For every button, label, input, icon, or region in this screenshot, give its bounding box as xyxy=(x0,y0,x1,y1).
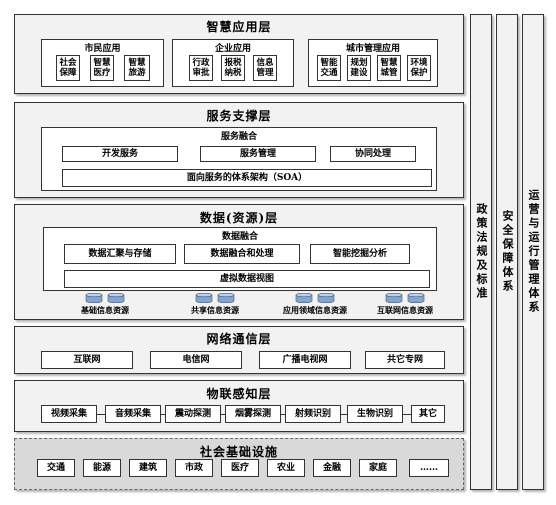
infra-item: 金融 xyxy=(313,459,351,477)
service-item: 协同处理 xyxy=(330,146,416,162)
app-item: 报税纳税 xyxy=(221,55,245,81)
infra-item: 交通 xyxy=(37,459,75,477)
service-item: 服务管理 xyxy=(200,146,316,162)
infra-item: 建筑 xyxy=(129,459,167,477)
database-icon xyxy=(217,293,235,303)
resource-base: 基础信息资源 xyxy=(55,293,155,316)
app-item: 智能交通 xyxy=(317,55,341,81)
database-icon xyxy=(195,293,213,303)
resource-domain: 应用领域信息资源 xyxy=(265,293,365,316)
layer-title: 网络通信层 xyxy=(206,332,272,346)
city-management-apps-group: 城市管理应用 智能交通 规划建设 智慧城管 环境保护 xyxy=(308,39,438,87)
group-title: 服务融合 xyxy=(220,132,257,142)
layer-title: 服务支撑层 xyxy=(206,109,272,123)
iot-perception-layer: 物联感知层 视频采集 音频采集 震动探测 烟雾探测 射频识别 生物识别 其它 xyxy=(14,380,464,432)
network-item: 共它专网 xyxy=(365,351,445,369)
service-support-layer: 服务支撑层 服务融合 开发服务 服务管理 协同处理 面向服务的体系架构（SOA） xyxy=(14,102,464,198)
data-fusion-group: 数据融合 数据汇聚与存储 数据融合和处理 智能挖掘分析 虚拟数据视图 xyxy=(43,227,437,291)
resource-label: 基础信息资源 xyxy=(81,305,129,315)
database-icon xyxy=(107,293,125,303)
infra-item: 能源 xyxy=(83,459,121,477)
app-item: 行政审批 xyxy=(189,55,213,81)
network-communication-layer: 网络通信层 互联网 电信网 广播电视网 共它专网 xyxy=(14,326,464,374)
resource-internet: 互联网信息资源 xyxy=(355,293,455,316)
infra-item: …… xyxy=(409,459,449,477)
database-icon xyxy=(385,293,403,303)
resource-label: 应用领域信息资源 xyxy=(283,305,347,315)
database-icon xyxy=(85,293,103,303)
sensor-item: 音频采集 xyxy=(105,405,161,423)
database-icon xyxy=(295,293,313,303)
resource-label: 共享信息资源 xyxy=(191,305,239,315)
group-title: 企业应用 xyxy=(214,44,251,54)
data-item: 数据汇聚与存储 xyxy=(64,244,176,264)
database-icon xyxy=(407,293,425,303)
network-item: 互联网 xyxy=(41,351,133,369)
app-item: 环境保护 xyxy=(407,55,431,81)
app-item: 智慧医疗 xyxy=(90,55,114,81)
layer-title: 数据(资源)层 xyxy=(199,211,279,225)
service-fusion-group: 服务融合 开发服务 服务管理 协同处理 面向服务的体系架构（SOA） xyxy=(41,127,437,191)
soa-bar: 面向服务的体系架构（SOA） xyxy=(62,169,432,187)
app-item: 社会保障 xyxy=(56,55,80,81)
group-title: 城市管理应用 xyxy=(345,44,400,54)
network-item: 电信网 xyxy=(150,351,242,369)
sensor-item: 射频识别 xyxy=(285,405,341,423)
layer-title: 智慧应用层 xyxy=(206,20,272,34)
policy-standards-bar: 政策法规及标准 xyxy=(470,14,492,490)
sensor-item: 视频采集 xyxy=(41,405,97,423)
database-icon xyxy=(317,293,335,303)
app-item: 规划建设 xyxy=(347,55,371,81)
network-item: 广播电视网 xyxy=(259,351,351,369)
app-item: 智慧城管 xyxy=(377,55,401,81)
virtual-data-view: 虚拟数据视图 xyxy=(64,270,430,288)
side-bar-label: 安全保障体系 xyxy=(501,210,514,294)
app-item: 智慧旅游 xyxy=(124,55,150,81)
data-item: 智能挖掘分析 xyxy=(310,244,410,264)
group-title: 市民应用 xyxy=(84,44,121,54)
data-item: 数据融合和处理 xyxy=(184,244,300,264)
sensor-item: 震动探测 xyxy=(165,405,221,423)
smart-application-layer: 智慧应用层 市民应用 社会保障 智慧医疗 智慧旅游 企业应用 行政审批 报税纳税… xyxy=(14,14,464,94)
group-title: 数据融合 xyxy=(221,232,258,242)
infra-item: 家庭 xyxy=(359,459,397,477)
enterprise-apps-group: 企业应用 行政审批 报税纳税 信息管理 xyxy=(172,39,294,87)
infra-item: 市政 xyxy=(175,459,213,477)
security-assurance-bar: 安全保障体系 xyxy=(496,14,518,490)
side-bar-label: 运营与运行管理体系 xyxy=(527,189,540,315)
layer-title: 物联感知层 xyxy=(206,387,272,401)
infra-item: 农业 xyxy=(267,459,305,477)
resource-label: 互联网信息资源 xyxy=(377,305,433,315)
side-bar-label: 政策法规及标准 xyxy=(475,203,488,301)
data-resource-layer: 数据(资源)层 数据融合 数据汇聚与存储 数据融合和处理 智能挖掘分析 虚拟数据… xyxy=(14,204,464,320)
app-item: 信息管理 xyxy=(253,55,277,81)
social-infrastructure-layer: 社会基础设施 交通 能源 建筑 市政 医疗 农业 金融 家庭 …… xyxy=(14,438,464,490)
sensor-item: 烟雾探测 xyxy=(225,405,281,423)
layer-title: 社会基础设施 xyxy=(199,445,278,459)
sensor-item: 其它 xyxy=(411,405,445,423)
operation-management-bar: 运营与运行管理体系 xyxy=(522,14,544,490)
service-item: 开发服务 xyxy=(62,146,178,162)
resource-shared: 共享信息资源 xyxy=(165,293,265,316)
citizen-apps-group: 市民应用 社会保障 智慧医疗 智慧旅游 xyxy=(41,39,164,87)
sensor-item: 生物识别 xyxy=(347,405,403,423)
infra-item: 医疗 xyxy=(221,459,259,477)
